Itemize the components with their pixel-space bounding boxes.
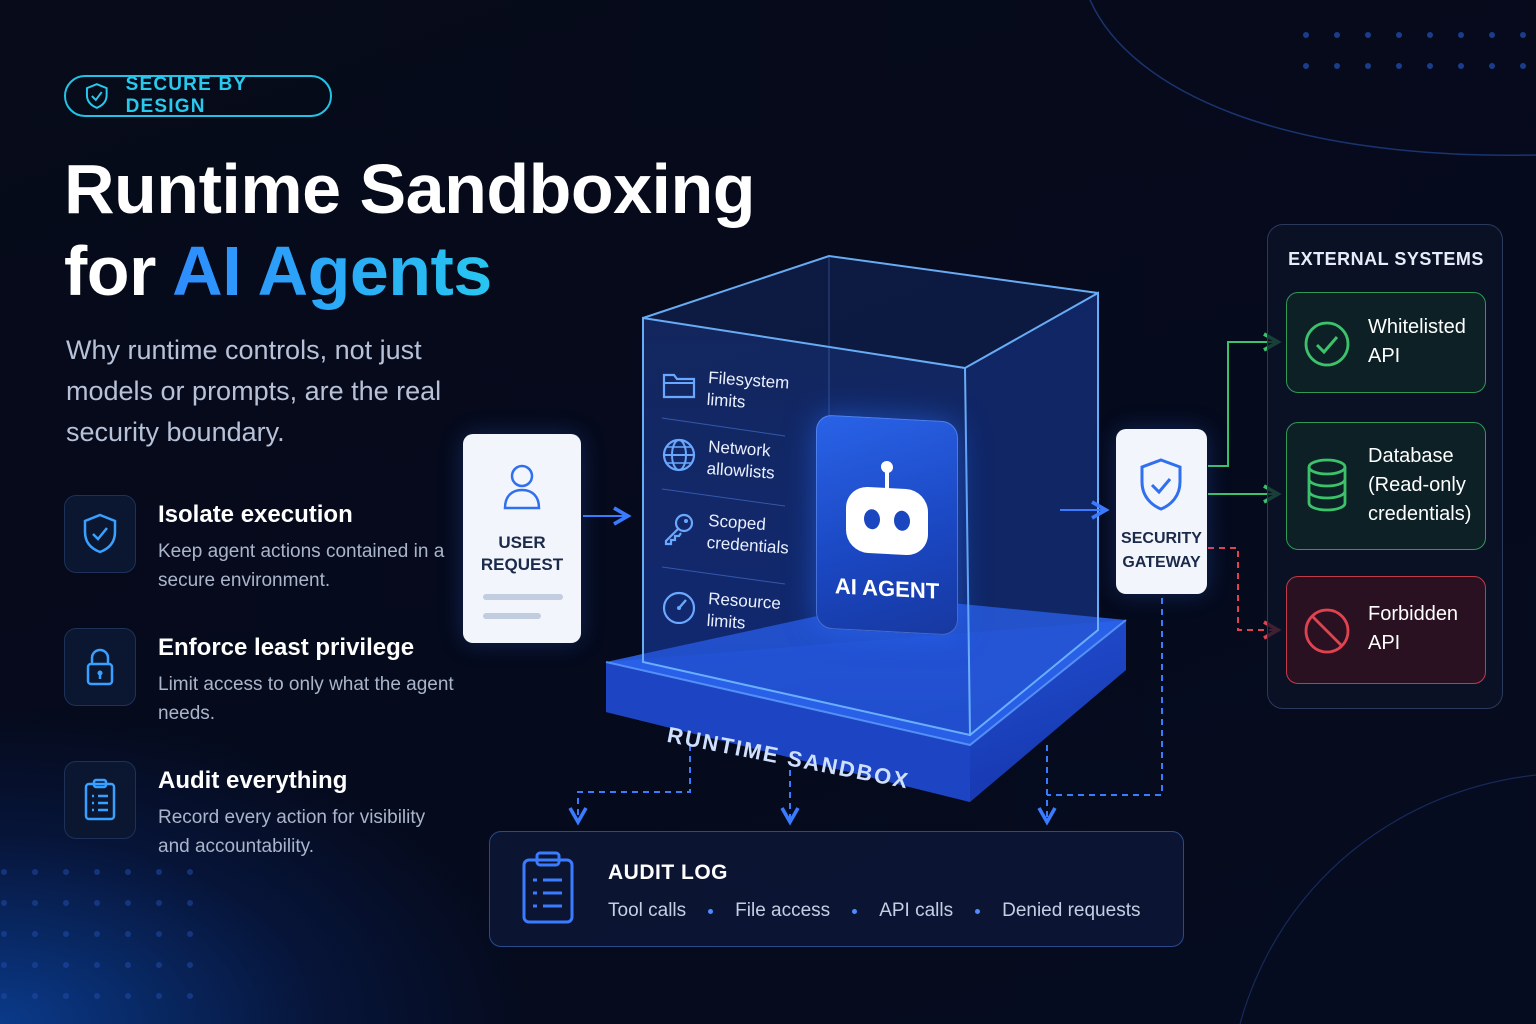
security-gateway-node: SECURITY GATEWAY (1116, 429, 1207, 594)
ai-agent-label: AI AGENT (834, 573, 940, 604)
separator-dot (708, 908, 714, 914)
feature-title: Isolate execution (158, 501, 353, 528)
user-request-label: USER REQUEST (480, 533, 564, 574)
audit-item: Tool calls (608, 900, 687, 921)
feature-description: Record every action for visibility and a… (158, 807, 426, 857)
placeholder-line (483, 594, 563, 600)
title-line-2-prefix: for (64, 232, 173, 310)
user-request-node: USER REQUEST (463, 434, 581, 643)
audit-log-panel: AUDIT LOG Tool calls File access API cal… (489, 831, 1184, 947)
ai-agent-node: AI AGENT (816, 414, 958, 636)
feature-isolate-execution: Isolate execution Keep agent actions con… (64, 495, 484, 595)
external-systems-title: EXTERNAL SYSTEMS (1288, 249, 1484, 269)
audit-log-items: Tool calls File access API calls Denied … (608, 900, 1140, 922)
user-icon (503, 464, 541, 510)
gauge-icon (662, 591, 696, 624)
shield-check-icon (1140, 458, 1182, 511)
secure-by-design-badge: SECURE BY DESIGN (64, 74, 332, 117)
separator-dot (975, 908, 981, 914)
security-gateway-label: SECURITY GATEWAY (1121, 530, 1202, 571)
check-circle-icon (1304, 321, 1350, 367)
title-line-1: Runtime Sandboxing (64, 150, 756, 228)
separator-dot (852, 908, 858, 914)
audit-item: Denied requests (1002, 900, 1141, 921)
folder-icon (662, 373, 696, 399)
forbidden-icon (1304, 608, 1350, 654)
feature-title: Enforce least privilege (158, 634, 415, 661)
clipboard-icon (84, 778, 116, 821)
feature-description: Keep agent actions contained in a secure… (158, 541, 445, 591)
audit-log-title: AUDIT LOG (608, 861, 728, 884)
feature-audit-everything: Audit everything Record every action for… (64, 761, 484, 861)
placeholder-line (483, 613, 541, 619)
page-title: Runtime Sandboxing for AI Agents (64, 148, 756, 312)
database-icon (1307, 458, 1347, 512)
feature-title: Audit everything (158, 767, 348, 794)
feature-least-privilege: Enforce least privilege Limit access to … (64, 628, 484, 728)
title-line-2: for AI Agents (64, 230, 755, 312)
lock-icon (86, 648, 114, 686)
feature-description: Limit access to only what the agent need… (158, 674, 454, 724)
clipboard-icon (522, 851, 574, 924)
page-subtitle: Why runtime controls, not just models or… (66, 335, 442, 447)
title-accent: AI Agents (172, 232, 492, 310)
audit-item: API calls (879, 900, 954, 921)
shield-check-icon (83, 513, 117, 554)
badge-label: SECURE BY DESIGN (125, 74, 247, 117)
shield-check-icon (85, 83, 108, 109)
robot-icon (846, 460, 928, 556)
key-icon (664, 513, 694, 546)
audit-item: File access (735, 900, 831, 921)
globe-icon (662, 438, 696, 472)
